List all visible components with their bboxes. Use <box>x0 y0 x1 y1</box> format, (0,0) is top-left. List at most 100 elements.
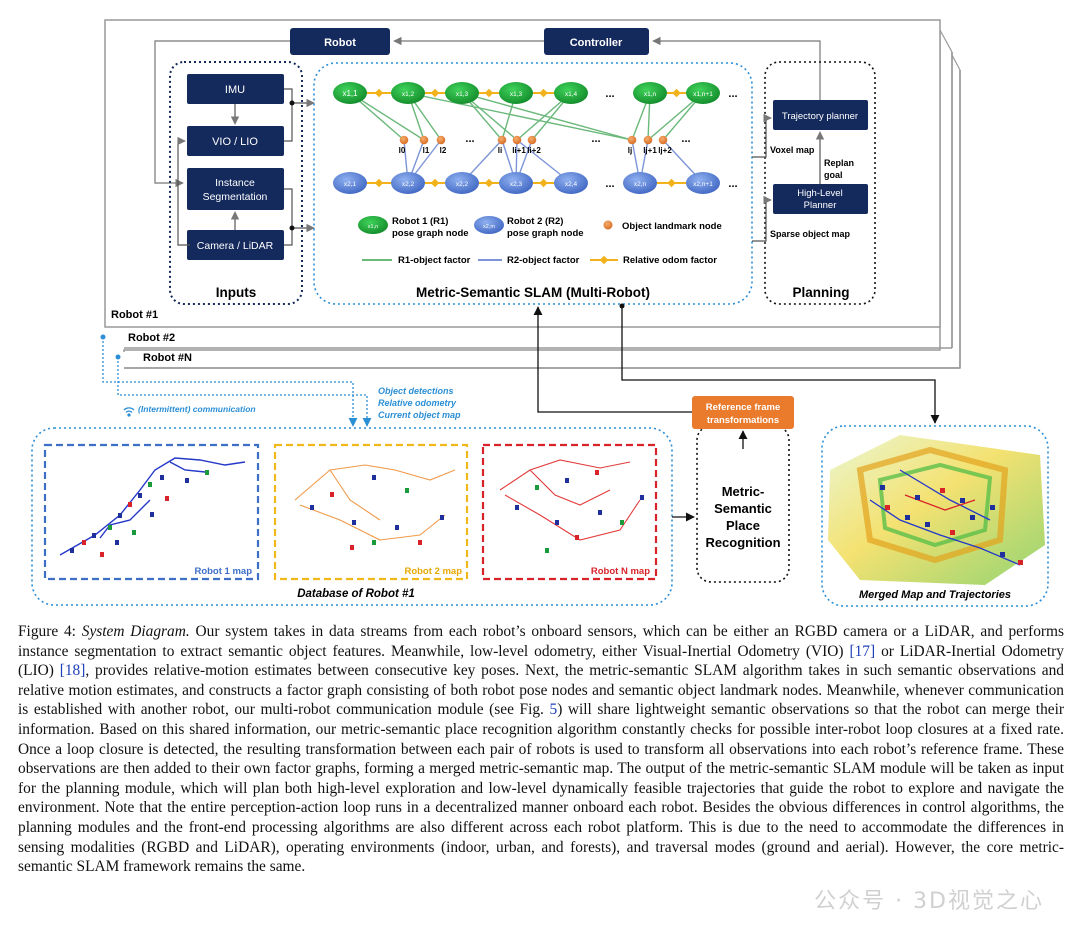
object-marker <box>535 485 539 490</box>
imu-box-label: IMU <box>225 84 245 96</box>
caption-text-4: ) will share lightweight semantic observ… <box>18 701 1064 876</box>
citation-link[interactable]: [17] <box>849 642 876 660</box>
ellipsis: ... <box>605 88 614 100</box>
intermittent-communication-label: (Intermittent) communication <box>138 404 256 414</box>
object-marker <box>640 495 644 500</box>
relative-odometry-label: Relative odometry <box>378 398 457 408</box>
system-diagram: Robot #1 Robot #2 Robot #N Robot Control… <box>31 19 1049 607</box>
object-marker <box>575 535 579 540</box>
planning-panel <box>764 61 876 305</box>
legend-r1-label-1: Robot 1 (R1) <box>392 216 448 227</box>
r1-pose-node-label: x1,1 <box>342 89 358 98</box>
slam-panel <box>313 62 753 305</box>
merged-object-marker <box>925 522 930 527</box>
landmark-node <box>497 135 507 145</box>
robotN-trajectory <box>499 459 641 541</box>
merged-object-marker <box>970 515 975 520</box>
r1-pose-node <box>633 82 667 104</box>
merged-object-marker <box>940 488 945 493</box>
merged-point-cloud <box>828 435 1045 585</box>
legend-r2-factor-label: R2-object factor <box>507 255 580 266</box>
r1-pose-node <box>686 82 720 104</box>
ellipsis: ... <box>681 133 690 145</box>
landmark-node <box>399 135 409 145</box>
reference-frame-box <box>692 396 794 429</box>
object-marker <box>418 540 422 545</box>
controller-box <box>544 28 649 55</box>
reference-frame-label-2: transformations <box>707 415 779 426</box>
object-marker <box>160 475 164 480</box>
object-marker <box>330 492 334 497</box>
landmark-node <box>436 135 446 145</box>
robot2-map-label: Robot 2 map <box>404 566 462 577</box>
legend-r2-node-id: x2,m <box>483 224 495 230</box>
figure-caption: Figure 4: System Diagram. Our system tak… <box>18 622 1064 877</box>
landmark-label: lj+2 <box>658 146 672 155</box>
landmark-label: li+2 <box>527 146 541 155</box>
legend-r1-label-2: pose graph node <box>392 228 469 239</box>
citation-link[interactable]: [18] <box>59 662 86 680</box>
object-marker <box>350 545 354 550</box>
merged-object-marker <box>960 498 965 503</box>
ellipsis: ... <box>728 178 737 190</box>
object-marker <box>545 548 549 553</box>
r1-pose-node-label: x1,3 <box>456 91 469 98</box>
merged-map-image <box>828 435 1045 585</box>
r2-pose-node-label: x2,3 <box>510 181 523 188</box>
legend-odom-factor-label: Relative odom factor <box>623 255 717 266</box>
r1-pose-node <box>499 82 533 104</box>
legend-r1-factor-label: R1-object factor <box>398 255 471 266</box>
object-marker <box>372 475 376 480</box>
r2-pose-node-label: x2,4 <box>565 181 578 188</box>
robot-box <box>290 28 390 55</box>
object-marker <box>132 530 136 535</box>
legend-landmark-node <box>603 220 613 230</box>
object-marker <box>148 482 152 487</box>
controller-box-label: Controller <box>570 37 623 49</box>
merged-object-marker <box>885 505 890 510</box>
r2-pose-node-label: x2,n <box>634 181 647 188</box>
landmark-node <box>658 135 668 145</box>
place-recognition-label-4: Recognition <box>705 535 780 550</box>
imu-box <box>187 74 284 104</box>
reference-frame-label-1: Reference frame <box>706 402 780 413</box>
object-marker <box>620 520 624 525</box>
robotN-map-frame <box>481 443 658 581</box>
merged-object-marker <box>950 530 955 535</box>
landmark-label: lj+1 <box>643 146 657 155</box>
landmark-label: li+1 <box>512 146 526 155</box>
place-recognition-label-3: Place <box>726 518 760 533</box>
r1-pose-node <box>445 82 479 104</box>
object-marker <box>372 540 376 545</box>
r1-pose-node-label: x1,2 <box>402 91 415 98</box>
voxel-map-label: Voxel map <box>770 145 815 155</box>
ellipsis: ... <box>605 178 614 190</box>
robot1-trajectory <box>59 457 246 556</box>
landmark-node <box>419 135 429 145</box>
r2-pose-node <box>554 172 588 194</box>
r1-object-factor <box>407 92 633 141</box>
caption-text-3: , provides relative-motion estimates bet… <box>18 662 1064 719</box>
high-level-planner-label-1: High-Level <box>797 188 842 199</box>
caption-title: System Diagram. <box>81 623 190 640</box>
landmark-node <box>643 135 653 145</box>
object-marker <box>108 525 112 530</box>
camera-lidar-box-label: Camera / LiDAR <box>197 240 274 252</box>
replan-label: Replan <box>824 158 854 168</box>
figure-ref-link[interactable]: 5 <box>549 701 558 719</box>
place-recognition-label-2: Semantic <box>714 501 772 516</box>
r2-pose-node <box>686 172 720 194</box>
landmark-node <box>512 135 522 145</box>
r1-pose-node <box>333 82 367 104</box>
r2-pose-node-label: x2,n+1 <box>693 181 713 188</box>
merged-object-marker <box>905 515 910 520</box>
r2-pose-node <box>333 172 367 194</box>
legend-r2-label-1: Robot 2 (R2) <box>507 216 563 227</box>
odometry-factor-marker <box>374 88 384 98</box>
trajectory-planner-label: Trajectory planner <box>782 111 858 122</box>
r2-pose-node-label: x2,1 <box>344 181 357 188</box>
slam-title: Metric-Semantic SLAM (Multi-Robot) <box>416 285 650 300</box>
object-marker <box>405 488 409 493</box>
robot2-trajectory <box>294 464 456 541</box>
